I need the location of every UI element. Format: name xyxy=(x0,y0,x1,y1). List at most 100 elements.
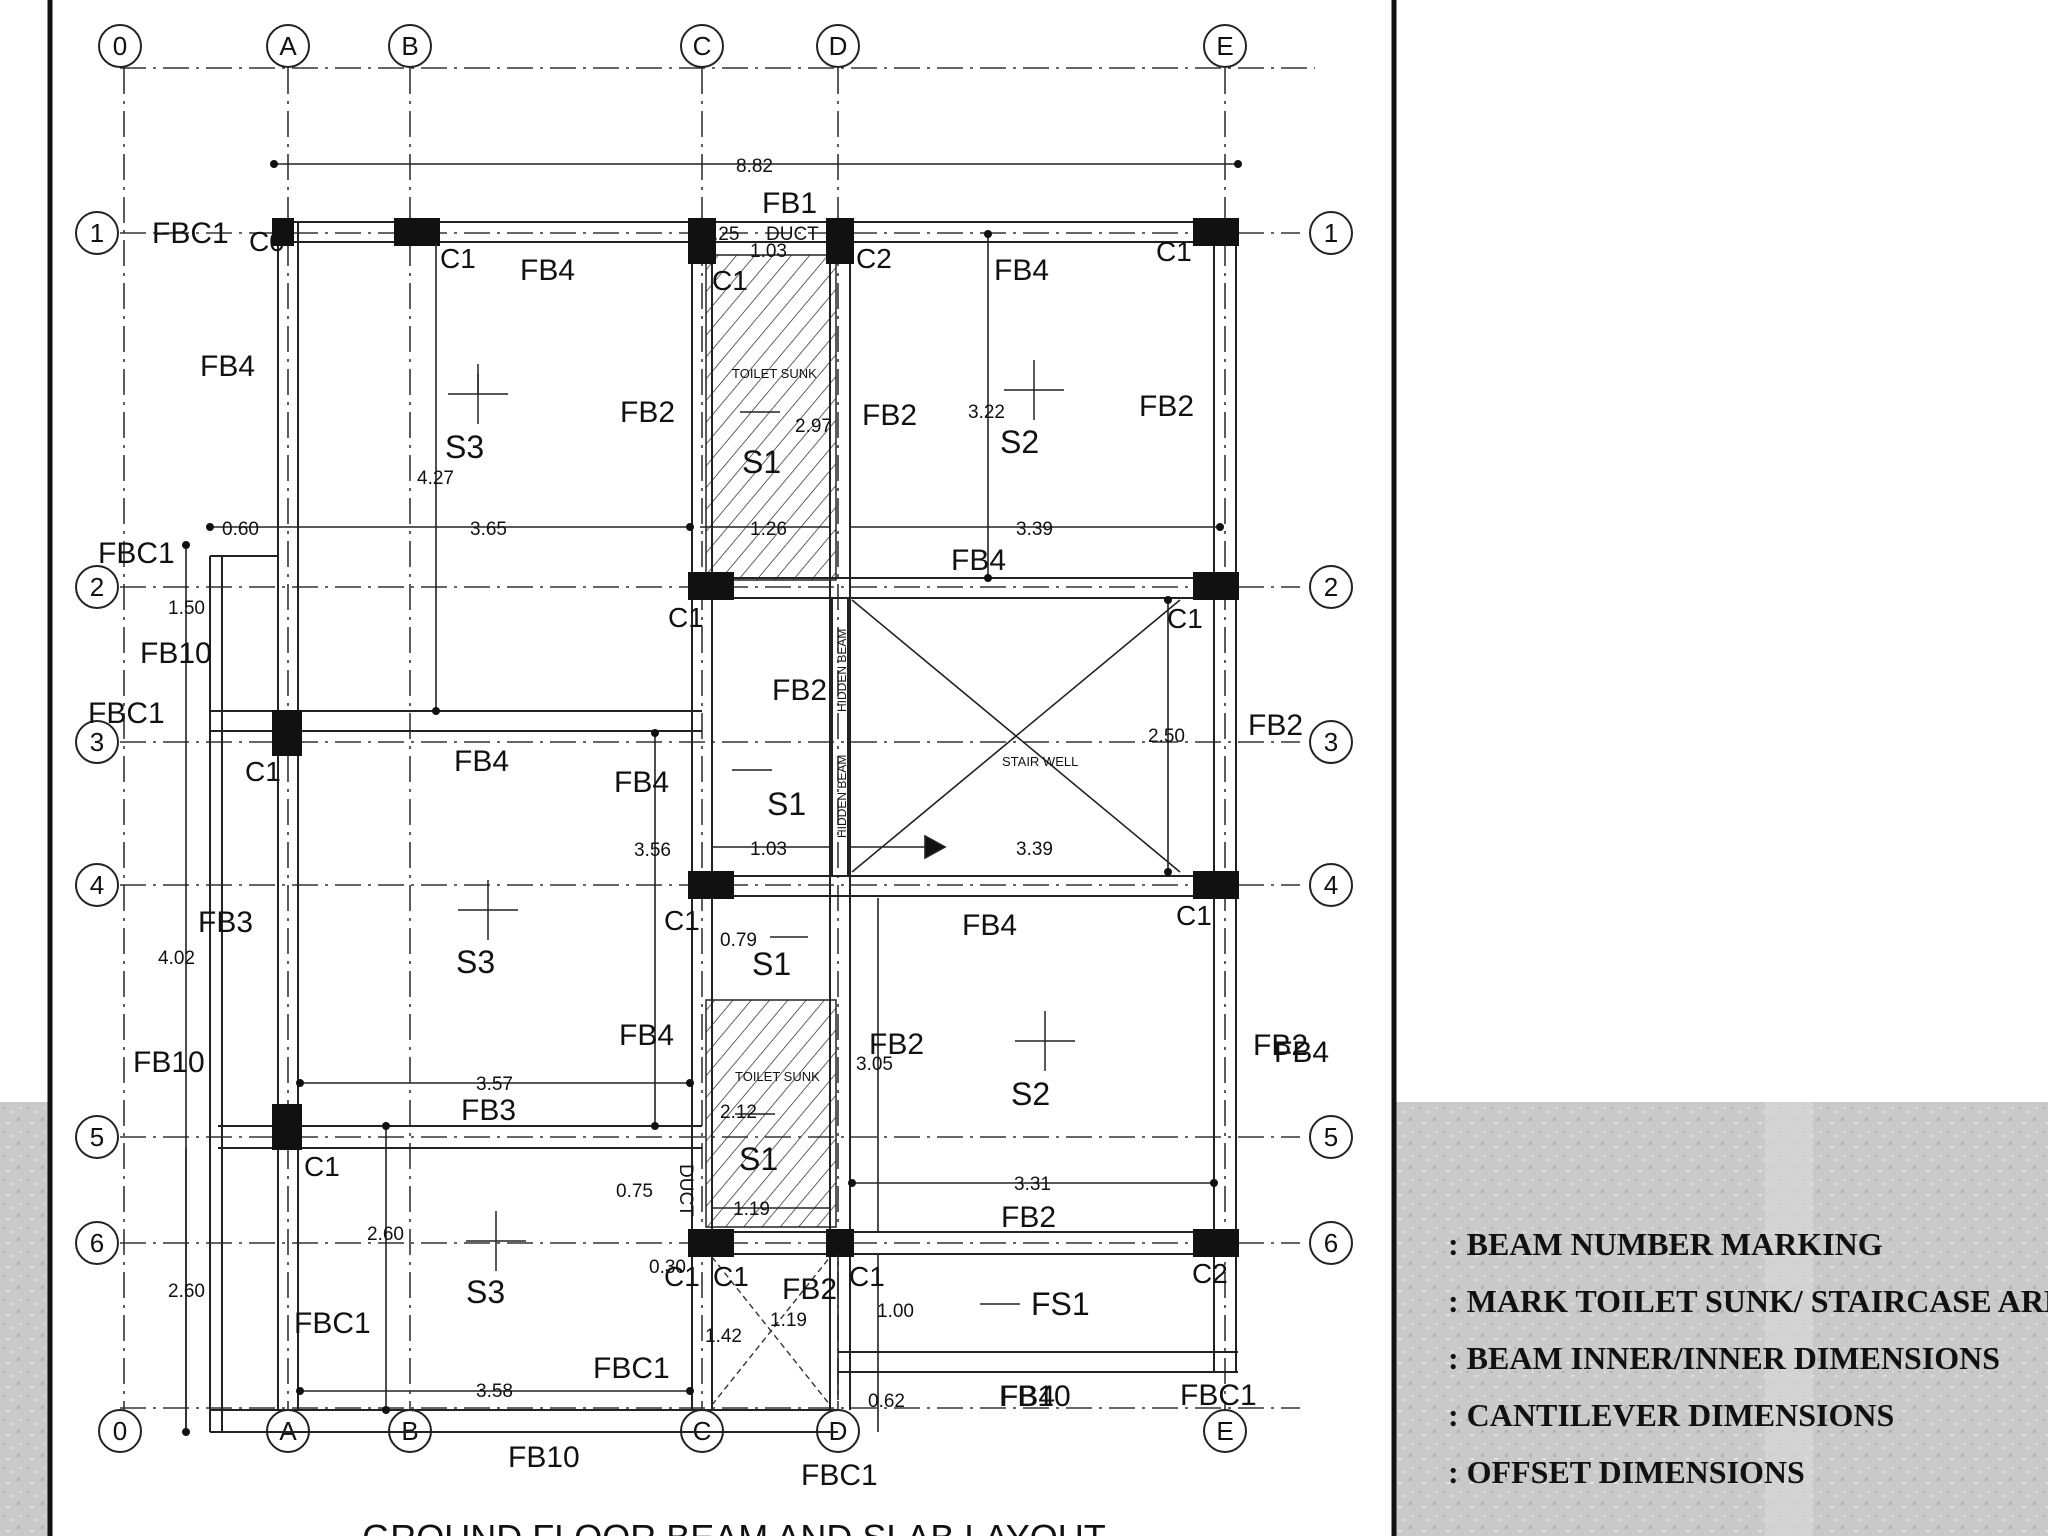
dimension-label: .25 xyxy=(713,224,739,245)
dimension-label: 3.56 xyxy=(634,840,671,861)
annotation-note: TOILET SUNK xyxy=(735,1069,820,1084)
dimension-label: 8.82 xyxy=(736,156,773,177)
slab-label: S3 xyxy=(466,1274,505,1310)
slab-label: S3 xyxy=(445,429,484,465)
beam-label: FB2 xyxy=(1253,1029,1308,1062)
dimension-label: 4.27 xyxy=(417,468,454,489)
grid-row-label: 6 xyxy=(1324,1228,1338,1258)
grid-col-label: E xyxy=(1216,1416,1233,1446)
stair-well-symbol xyxy=(850,599,1181,873)
column-label: C1 xyxy=(245,756,281,787)
column-label: C2 xyxy=(856,243,892,274)
column-label: C0 xyxy=(249,226,285,257)
slab-label: S2 xyxy=(1000,424,1039,460)
grid-col-label: A xyxy=(279,31,297,61)
grid-row-label: 1 xyxy=(1324,218,1338,248)
beam-label: FB10 xyxy=(133,1046,205,1079)
legend-item-inner-dimensions: : BEAM INNER/INNER DIMENSIONS xyxy=(1448,1340,2001,1376)
grid-bubbles xyxy=(75,24,1353,1453)
dimension-label: 2.97 xyxy=(795,416,832,437)
column-label: C1 xyxy=(1156,236,1192,267)
beam-label: FB1 xyxy=(762,187,817,220)
legend-item-toilet-sunk: : MARK TOILET SUNK/ STAIRCASE AREA xyxy=(1448,1283,2048,1319)
cantilever-label: FBC1 xyxy=(152,217,229,250)
column-label: C1 xyxy=(664,1261,700,1292)
grid-row-label: 4 xyxy=(1324,870,1338,900)
toilet-sunk-area xyxy=(705,254,837,581)
annotation-note: DUCT xyxy=(766,224,819,245)
beam-label: FB4 xyxy=(951,544,1006,577)
column-label: C1 xyxy=(1167,603,1203,634)
beam-label: FB4 xyxy=(614,766,669,799)
cantilever-label: FBC1 xyxy=(593,1352,670,1385)
grid-row-label: 5 xyxy=(1324,1122,1338,1152)
column-label: C1 xyxy=(668,602,704,633)
beam-label: FB4 xyxy=(619,1019,674,1052)
dimension-label: 1.00 xyxy=(877,1301,914,1322)
slab-label: S1 xyxy=(752,946,791,982)
dimension-label: 2.60 xyxy=(168,1281,205,1302)
dimension-label: 3.05 xyxy=(856,1054,893,1075)
dimension-label: 1.19 xyxy=(770,1310,807,1331)
dimension-label: 1.26 xyxy=(750,519,787,540)
column-label: C1 xyxy=(713,1261,749,1292)
beam-label: FB2 xyxy=(772,674,827,707)
beam-label: FB4 xyxy=(1000,1380,1055,1413)
beam-label: FB2 xyxy=(620,396,675,429)
beam-label: FB4 xyxy=(962,909,1017,942)
beam-label: FB2 xyxy=(1139,390,1194,423)
dimension-label: 3.57 xyxy=(476,1074,513,1095)
slab-label: S1 xyxy=(739,1141,778,1177)
dimension-label: 1.42 xyxy=(705,1326,742,1347)
grid-col-label: B xyxy=(401,31,418,61)
beam-label: FB4 xyxy=(1274,1036,1329,1069)
beam-label: FB10 xyxy=(140,637,212,670)
grid-row-label: 2 xyxy=(1324,572,1338,602)
beam-label: FB2 xyxy=(869,1028,924,1061)
beam-label: FB4 xyxy=(520,254,575,287)
grid-col-label: C xyxy=(693,31,712,61)
slab-label: S2 xyxy=(1011,1076,1050,1112)
drawing-title: GROUND FLOOR BEAM AND SLAB LAYOUT xyxy=(362,1517,1105,1536)
beam-label: FB2 xyxy=(862,399,917,432)
dimension-label: 1.03 xyxy=(750,839,787,860)
column-label: C1 xyxy=(849,1261,885,1292)
beam-label: FB4 xyxy=(454,745,509,778)
cantilever-label: FBC1 xyxy=(88,697,165,730)
grid-lines xyxy=(120,67,1315,1415)
beam-label: FB3 xyxy=(461,1094,516,1127)
dimension-label: 3.22 xyxy=(968,402,1005,423)
columns xyxy=(272,218,1239,1257)
grid-row-label: 3 xyxy=(1324,727,1338,757)
dimension-label: 1.03 xyxy=(750,241,787,262)
dimension-label: 2.12 xyxy=(720,1102,757,1123)
grid-row-label: 4 xyxy=(90,870,104,900)
beam-label: FB10 xyxy=(999,1380,1071,1413)
column-label: C1 xyxy=(664,905,700,936)
annotation-note: STAIR WELL xyxy=(1002,754,1078,769)
beam-label: FB4 xyxy=(200,350,255,383)
dimension-label: 2.50 xyxy=(1148,726,1185,747)
cantilever-label: FBC1 xyxy=(801,1459,878,1492)
annotation-note: HIDDEN BEAM xyxy=(835,629,849,712)
dimension-label: 0.62 xyxy=(868,1391,905,1412)
beam-label: FB3 xyxy=(198,906,253,939)
dimension-label: 0.60 xyxy=(222,519,259,540)
legend: : BEAM NUMBER MARKING : MARK TOILET SUNK… xyxy=(1448,1216,2048,1501)
column-label: C1 xyxy=(712,265,748,296)
slab-label: FS1 xyxy=(1031,1286,1090,1322)
annotation-note: DUCT xyxy=(675,1164,696,1217)
cantilever-label: FBC1 xyxy=(98,537,175,570)
grid-row-label: 1 xyxy=(90,218,104,248)
dimension-label: 1.19 xyxy=(733,1199,770,1220)
dimension-label: 0.75 xyxy=(616,1181,653,1202)
slab-label: S3 xyxy=(456,944,495,980)
cantilever-label: FBC1 xyxy=(294,1307,371,1340)
grid-col-label: E xyxy=(1216,31,1233,61)
column-label: C2 xyxy=(1192,1258,1228,1289)
column-label: C1 xyxy=(440,243,476,274)
dimension-dots xyxy=(182,160,1242,1436)
